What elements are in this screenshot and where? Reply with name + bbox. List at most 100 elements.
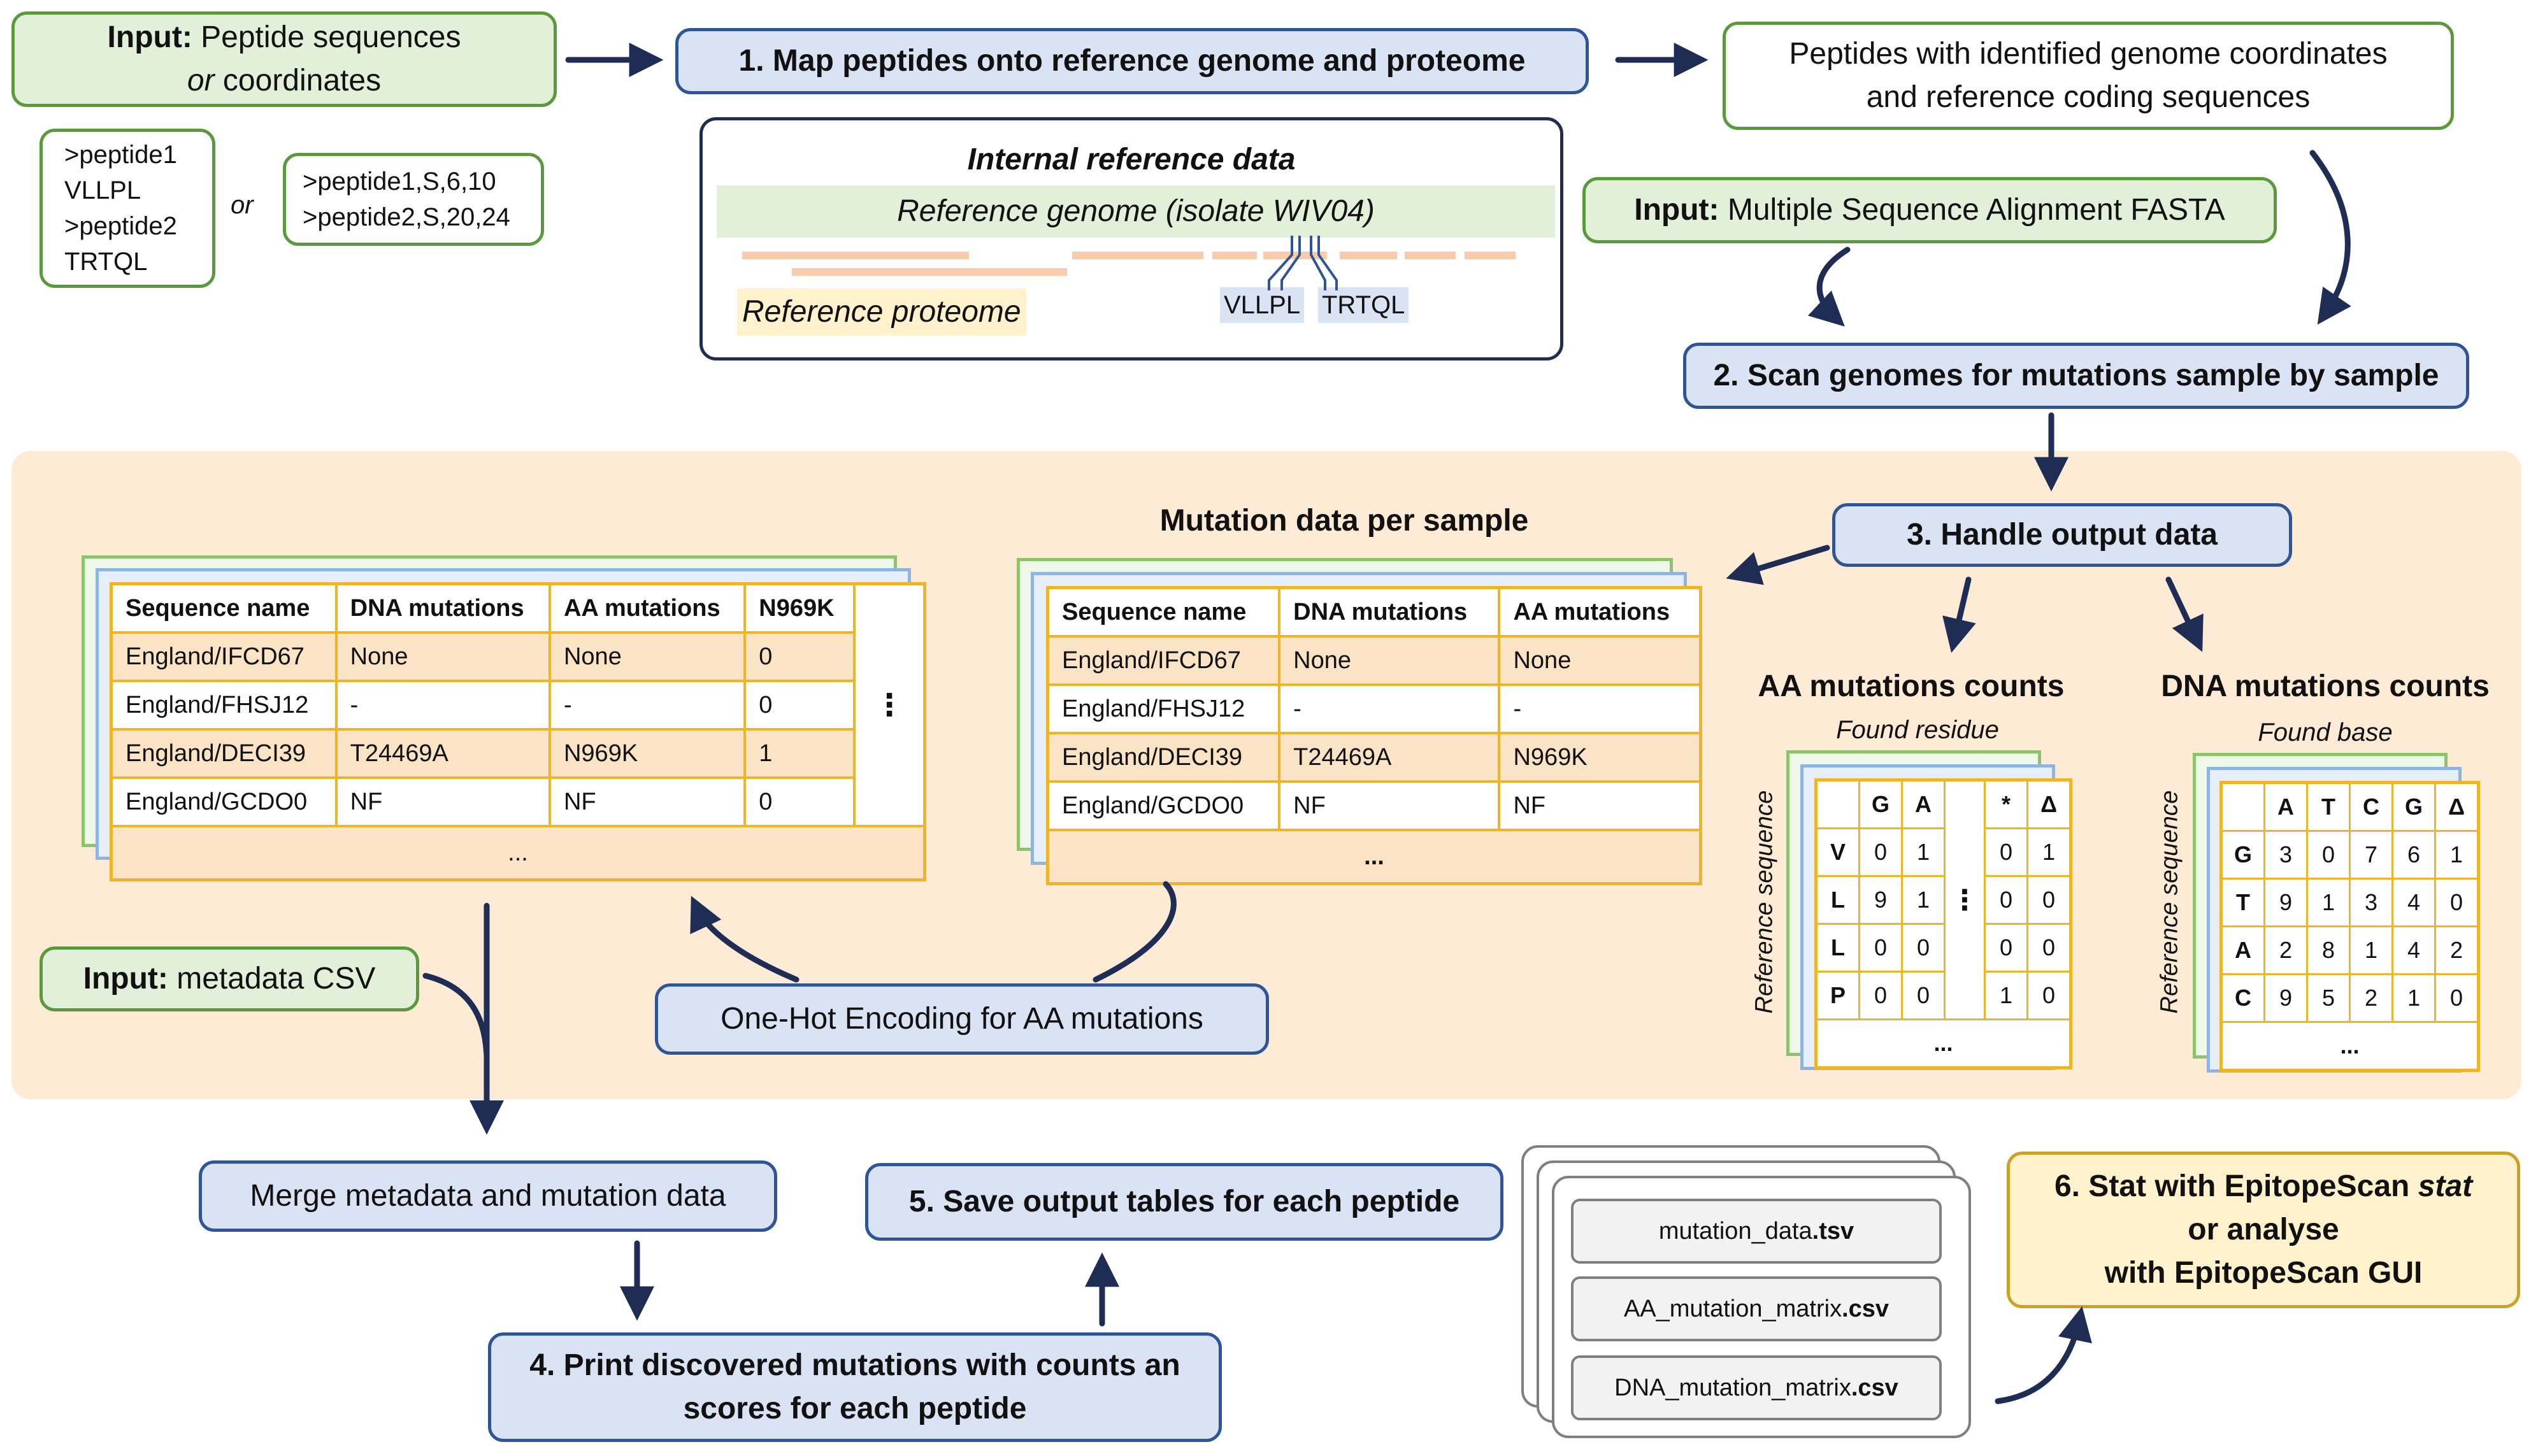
step6-line1: 6. Stat with EpitopeScan (2054, 1169, 2410, 1203)
peptide-chip-label: TRTQL (1322, 291, 1405, 319)
matrix-cell: 7 (2349, 830, 2393, 880)
matrix-cell: 0 (1858, 827, 1903, 877)
table-cell: England/IFCD67 (1046, 635, 1281, 686)
table-header-row: Sequence name DNA mutations AA mutations… (110, 582, 926, 827)
table-header-cell: DNA mutations (334, 582, 551, 634)
matrix-cell: 5 (2306, 973, 2351, 1023)
table-row: England/DECI39 T24469A N969K (1046, 732, 1702, 783)
matrix-cell: 4 (2391, 925, 2436, 975)
arrow-metadata-merge (422, 973, 490, 1060)
table-header-cell: AA mutations (1498, 586, 1702, 638)
step2-scan-genomes: 2. Scan genomes for mutations sample by … (1683, 343, 2469, 409)
matrix-cell: 1 (1901, 827, 1946, 877)
file-mutation-data: mutation_data.tsv (1571, 1199, 1942, 1264)
table-header-cell: Sequence name (110, 582, 338, 634)
mutation-data-title: Mutation data per sample (1159, 504, 1529, 538)
table-cell: 0 (743, 680, 856, 731)
reference-genome-bar: Reference genome (isolate WIV04) (717, 185, 1555, 238)
matrix-header-row: G A ⋮ * Δ (1815, 779, 2072, 1020)
internal-reference-box: Internal reference data Reference genome… (699, 117, 1563, 360)
step4-line1: 4. Print discovered mutations with count… (529, 1348, 1180, 1382)
matrix-row: C 9 5 2 1 0 (2220, 973, 2479, 1023)
matrix-row-header: L (1815, 875, 1860, 925)
matrix-row: G 3 0 7 6 1 (2220, 830, 2479, 880)
arrow-step3-to-aa (1942, 576, 1976, 653)
table-row: England/IFCD67 None None 0 (110, 631, 925, 682)
table-header-cell: DNA mutations (1278, 586, 1501, 638)
proteome-segment (1405, 252, 1456, 259)
table-cell: None (334, 631, 551, 682)
matrix-cell: 0 (1858, 971, 1903, 1020)
mapping-line (1268, 236, 1293, 290)
mapping-line (1280, 236, 1301, 290)
file-aa-matrix: AA_mutation_matrix.csv (1571, 1276, 1942, 1341)
table-cell: NF (334, 776, 551, 827)
aa-count-matrix: G A ⋮ * Δ V 0 1 0 1 L 9 1 0 0 L 0 0 0 0 … (1814, 778, 2072, 1069)
matrix-cell: 9 (1858, 875, 1903, 925)
matrix-cell: 0 (1901, 971, 1946, 1020)
matrix-row-header: G (2220, 830, 2265, 880)
input-metadata-text: metadata CSV (176, 962, 376, 996)
step6-line3: with EpitopeScan GUI (2104, 1256, 2423, 1290)
matrix-cell: 0 (1984, 875, 2028, 925)
coord-line: >peptide2,S,20,24 (303, 203, 510, 231)
matrix-cell: 0 (2306, 830, 2351, 880)
matrix-cell: 1 (2391, 973, 2436, 1023)
peptide-mapping-lines (1268, 236, 1338, 290)
table-cell: England/DECI39 (110, 728, 338, 779)
matrix-col-header: T (2306, 782, 2351, 832)
mutation-table-2: Sequence name DNA mutations AA mutations… (1046, 586, 1702, 885)
table-header-cell: AA mutations (548, 582, 747, 634)
step6-epitopescan: 6. Stat with EpitopeScan stat or analyse… (2007, 1152, 2520, 1308)
matrix-cell: 9 (2263, 973, 2308, 1023)
matrix-row-header: V (1815, 827, 1860, 877)
matrix-cell: 1 (2434, 830, 2479, 880)
matrix-cell: 0 (2026, 971, 2072, 1020)
file-ext: .tsv (1812, 1217, 1854, 1245)
matrix-cell: 0 (2026, 875, 2072, 925)
matrix-cell: 2 (2434, 925, 2479, 975)
internal-reference-title: Internal reference data (967, 143, 1296, 176)
fasta-line: >peptide1 (64, 141, 177, 169)
matrix-cell: 0 (1984, 827, 2028, 877)
matrix-cell: 0 (2434, 973, 2479, 1023)
table-header-row: Sequence name DNA mutations AA mutations (1046, 586, 1702, 638)
aa-counts-subtitle: Found residue (1836, 716, 1999, 744)
table-cell: None (1278, 635, 1501, 686)
dna-counts-title: DNA mutations counts (2161, 669, 2490, 703)
input-msa-box: Input: Multiple Sequence Alignment FASTA (1582, 177, 2277, 243)
reference-proteome-label: Reference proteome (737, 289, 1026, 336)
file-ext: .csv (1851, 1374, 1898, 1401)
matrix-gap: ⋮ (1944, 779, 1986, 1020)
table-cell: T24469A (334, 728, 551, 779)
matrix-cell: 2 (2349, 973, 2393, 1023)
mapped-output-line2: and reference coding sequences (1866, 80, 2311, 114)
matrix-col-header: * (1984, 779, 2028, 829)
step3-handle-output: 3. Handle output data (1832, 503, 2292, 567)
proteome-segment (792, 268, 1067, 276)
table-more: ... (110, 825, 926, 881)
matrix-row-header: C (2220, 973, 2265, 1023)
matrix-col-header: C (2349, 782, 2393, 832)
mapped-output-line1: Peptides with identified genome coordina… (1789, 37, 2388, 71)
step6-stat: stat (2418, 1169, 2473, 1203)
arrow-output-to-step2 (2309, 150, 2351, 325)
step5-save-tables: 5. Save output tables for each peptide (865, 1163, 1503, 1241)
matrix-col-header: Δ (2026, 779, 2072, 829)
table-cell: England/GCDO0 (1046, 780, 1281, 831)
table-header-cell: N969K (743, 582, 856, 634)
table-cell: England/DECI39 (1046, 732, 1281, 783)
matrix-more: ... (1815, 1018, 2072, 1069)
arrow-onehot-to-table1 (690, 896, 799, 983)
arrow-onehot-loop (1093, 881, 1177, 983)
matrix-header-row: A T C G Δ (2220, 782, 2479, 832)
table-row: England/IFCD67 None None (1046, 635, 1702, 686)
proteome-segment (1465, 252, 1516, 259)
table-cell: - (548, 680, 747, 731)
input-peptides-or: or (187, 64, 215, 97)
side-dots: ⋮ (874, 689, 905, 722)
table-more: ... (1046, 829, 1702, 885)
step4-print-mutations: 4. Print discovered mutations with count… (488, 1332, 1222, 1442)
step2-label: 2. Scan genomes for mutations sample by … (1713, 359, 2439, 392)
coord-example-box: >peptide1,S,6,10 >peptide2,S,20,24 (283, 153, 544, 246)
